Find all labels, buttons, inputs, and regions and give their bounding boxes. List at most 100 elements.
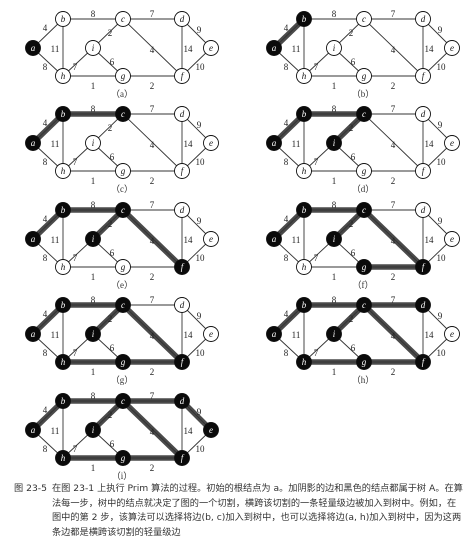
edge-weight: 4 [284, 309, 289, 319]
node-label: h [302, 166, 307, 176]
node-label: e [450, 138, 454, 148]
node-label: d [421, 300, 426, 310]
node-label: d [421, 14, 426, 24]
edge-weight: 7 [391, 104, 396, 114]
edge-weight: 8 [43, 444, 48, 454]
node-label: g [362, 262, 367, 272]
node-label: b [61, 205, 66, 215]
edge-weight: 9 [438, 25, 443, 35]
edge-weight: 9 [197, 407, 202, 417]
graph-node [174, 354, 190, 370]
node-label: g [121, 71, 126, 81]
graph-node [296, 354, 312, 370]
edge-weight: 8 [91, 200, 96, 210]
edge-weight: 4 [391, 140, 396, 150]
graph-node [85, 231, 101, 247]
edge-weight: 4 [391, 45, 396, 55]
edge-weight: 2 [391, 272, 396, 282]
edge-weight: 10 [437, 157, 447, 167]
node-label: a [31, 43, 36, 53]
graph-node [174, 11, 190, 27]
edge-weight: 8 [43, 253, 48, 263]
graph-node [174, 163, 190, 179]
graph-node [203, 422, 219, 438]
edge-weight: 7 [150, 295, 155, 305]
edge-weight: 2 [150, 463, 155, 473]
node-label: h [302, 357, 307, 367]
edge-weight: 1 [91, 176, 96, 186]
node-label: c [121, 205, 125, 215]
node-label: g [121, 357, 126, 367]
edge-weight: 4 [284, 118, 289, 128]
node-label: e [209, 425, 213, 435]
edge-weight: 2 [391, 81, 396, 91]
edge-weight: 7 [73, 157, 78, 167]
node-label: b [61, 396, 66, 406]
node-label: b [302, 300, 307, 310]
edge-weight: 7 [391, 295, 396, 305]
edge-weight: 6 [110, 343, 115, 353]
edge-weight: 14 [425, 330, 435, 340]
edge-weight: 7 [150, 9, 155, 19]
edge-weight: 2 [150, 176, 155, 186]
edge-weight: 2 [108, 410, 113, 420]
edge-weight: 7 [73, 348, 78, 358]
edge-weight: 8 [284, 62, 289, 72]
graph-node [174, 259, 190, 275]
edge-weight: 1 [332, 272, 337, 282]
edge-weight: 7 [150, 391, 155, 401]
graph-node [356, 106, 372, 122]
edge-weight: 9 [197, 216, 202, 226]
panel-label: （f） [353, 280, 374, 290]
graph-node [326, 326, 342, 342]
edge-weight: 8 [332, 200, 337, 210]
panel-label: （a） [111, 89, 133, 99]
panel-label: （d） [352, 184, 375, 194]
graph-node [85, 40, 101, 56]
edge-weight: 4 [150, 45, 155, 55]
graph-node [296, 259, 312, 275]
node-label: b [302, 14, 307, 24]
graph-node [55, 354, 71, 370]
edge-weight: 8 [43, 157, 48, 167]
node-label: i [333, 234, 336, 244]
graph-edge [122, 304, 183, 363]
node-label: g [362, 357, 367, 367]
edge-weight: 11 [292, 44, 301, 54]
edge-weight: 4 [284, 214, 289, 224]
node-label: h [61, 71, 66, 81]
graph-edge [122, 400, 183, 459]
edge-weight: 1 [91, 81, 96, 91]
node-label: a [31, 329, 36, 339]
edge-weight: 2 [349, 28, 354, 38]
graph-node [444, 40, 460, 56]
edge-weight: 6 [351, 152, 356, 162]
edge-weight: 14 [425, 44, 435, 54]
node-label: d [180, 14, 185, 24]
graph-node [55, 393, 71, 409]
node-label: f [422, 166, 426, 176]
graph-node [174, 393, 190, 409]
edge-weight: 11 [292, 235, 301, 245]
graph-node [356, 163, 372, 179]
panel-label: （c） [111, 184, 133, 194]
edge-weight: 8 [332, 9, 337, 19]
node-label: c [121, 109, 125, 119]
edge-weight: 11 [51, 44, 60, 54]
graph-node [115, 297, 131, 313]
node-label: b [61, 14, 66, 24]
node-label: d [180, 300, 185, 310]
panel-label: （i） [112, 471, 133, 481]
graph-node [25, 326, 41, 342]
graph-node [55, 450, 71, 466]
graph-node [203, 40, 219, 56]
graph-node [415, 106, 431, 122]
node-label: b [61, 109, 66, 119]
graph-edge [363, 304, 424, 363]
